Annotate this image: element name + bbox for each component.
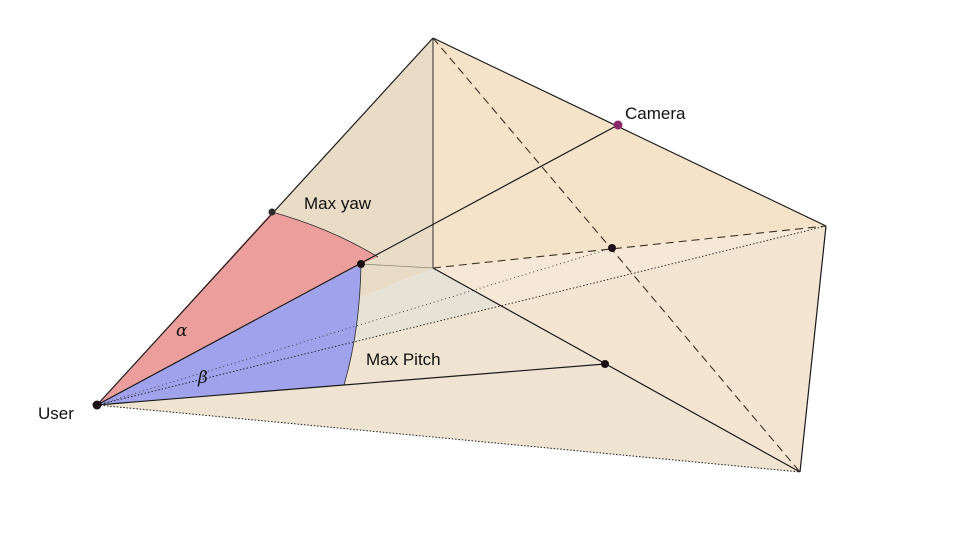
pitch-arc xyxy=(343,263,362,386)
frustum-face-back xyxy=(433,38,826,268)
yaw-arc xyxy=(271,211,379,258)
camera-point xyxy=(613,120,623,130)
max-pitch-label: Max Pitch xyxy=(366,350,441,369)
yaw-sector xyxy=(97,212,378,405)
edge-right-bottom xyxy=(799,225,827,473)
dotted-ray xyxy=(96,247,613,406)
max-yaw-label: Max yaw xyxy=(304,194,372,213)
beta-label: β xyxy=(197,368,208,388)
camera-label: Camera xyxy=(625,104,686,123)
center-point xyxy=(357,260,365,268)
ray-pitch xyxy=(343,363,606,386)
points xyxy=(92,120,623,410)
dash-diag-top-bottom xyxy=(432,37,801,473)
edge-user-inner xyxy=(360,263,434,269)
edge-top-right xyxy=(432,37,827,227)
yaw-limit-point xyxy=(268,208,276,216)
ray-pitch-inner xyxy=(96,384,345,406)
dashed-lines xyxy=(432,37,827,473)
frustum-edges xyxy=(96,37,827,473)
pitch-limit-point xyxy=(601,360,609,368)
edge-user-top xyxy=(96,37,434,406)
user-label: User xyxy=(38,404,74,423)
user-point xyxy=(92,400,102,410)
angle-sectors xyxy=(97,212,378,405)
frustum-faces xyxy=(97,38,826,472)
alpha-label: α xyxy=(176,321,188,341)
dash-inner-right xyxy=(432,225,827,269)
edge-user-bottomright xyxy=(96,404,801,473)
edge-user-right xyxy=(96,225,827,406)
edge-inner-bottomright xyxy=(432,267,801,473)
far-center-point xyxy=(608,244,616,252)
